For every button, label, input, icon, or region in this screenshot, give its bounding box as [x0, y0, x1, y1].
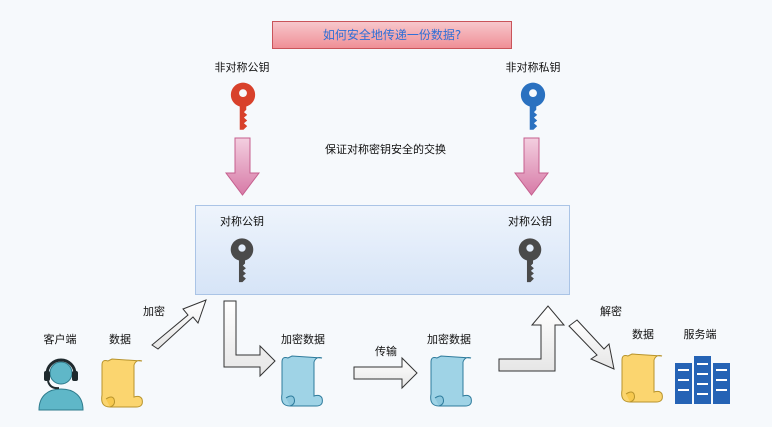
gray-key-icon [517, 235, 543, 285]
sym-key-left-label: 对称公钥 [220, 215, 264, 228]
to-decrypt-arrow [498, 305, 566, 372]
private-key-label: 非对称私钥 [505, 61, 561, 74]
transfer-label: 传输 [375, 345, 397, 358]
scroll-icon [281, 355, 323, 407]
symmetric-key-panel [195, 205, 570, 295]
public-key-label: 非对称公钥 [214, 61, 270, 74]
server-icon [675, 356, 730, 404]
transfer-arrow [353, 356, 418, 390]
exchange-note: 保证对称密钥安全的交换 [325, 143, 446, 156]
scroll-icon [101, 358, 143, 408]
encrypted-data-left-label: 加密数据 [281, 333, 325, 346]
down-arrow-left [225, 137, 260, 196]
encrypted-data-right-label: 加密数据 [427, 333, 471, 346]
scroll-icon [430, 355, 472, 407]
client-label: 客户端 [43, 333, 77, 346]
to-encrypted-arrow [223, 300, 276, 378]
encrypt-label: 加密 [143, 305, 165, 318]
gray-key-icon [229, 235, 255, 285]
scroll-icon [621, 353, 663, 403]
blue-key-icon [519, 80, 547, 132]
data-label-left: 数据 [109, 333, 131, 346]
sym-key-right-label: 对称公钥 [508, 215, 552, 228]
user-headset-icon [38, 358, 84, 411]
title-box: 如何安全地传递一份数据? [272, 21, 512, 49]
decrypt-label: 解密 [600, 305, 622, 318]
decrypt-arrow [568, 319, 615, 370]
down-arrow-right [514, 137, 549, 196]
red-key-icon [229, 80, 257, 132]
encrypt-arrow [151, 299, 207, 350]
server-label: 服务端 [683, 328, 717, 341]
data-label-right: 数据 [632, 328, 654, 341]
